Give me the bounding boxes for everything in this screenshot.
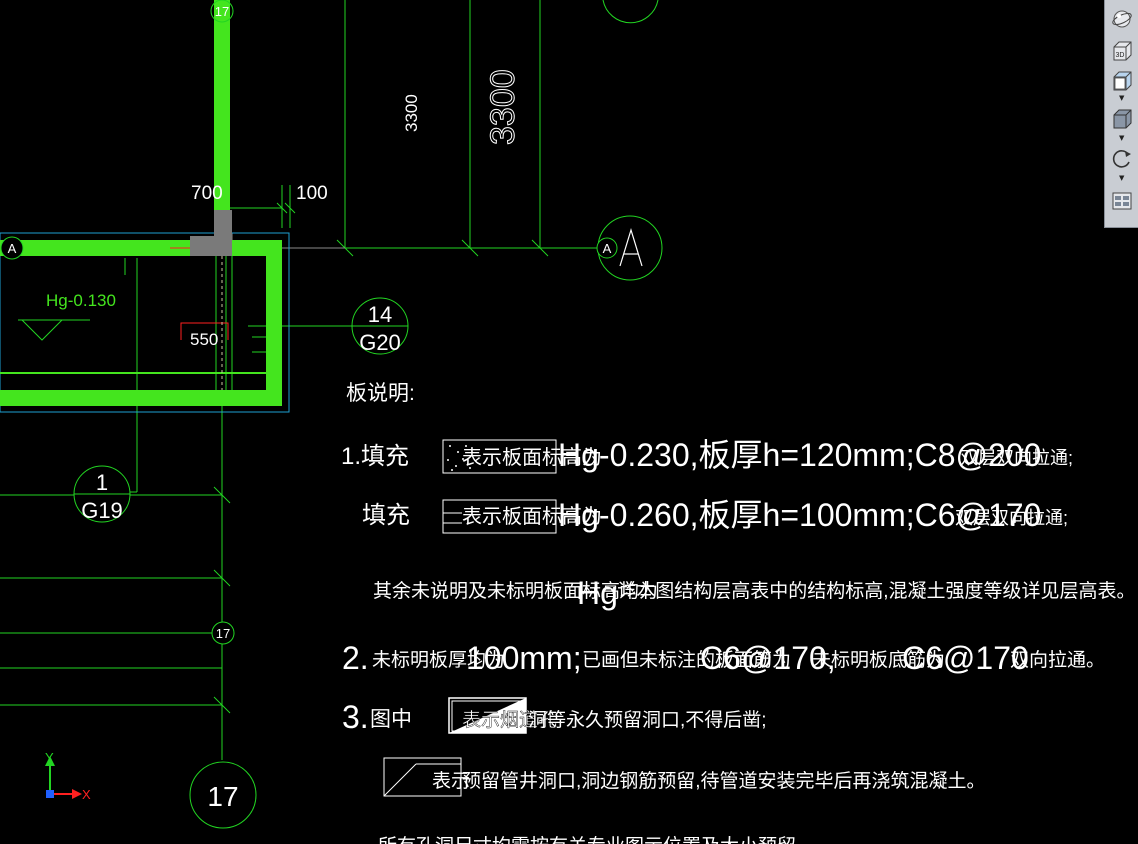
note6-b: 预留管井洞口,洞边钢筋预留,待管道安装完毕后再浇筑混凝土。 xyxy=(462,770,986,792)
flue-opening-swatch xyxy=(448,697,527,734)
dim-3300-large: 3300 xyxy=(484,69,522,145)
rotate-icon[interactable] xyxy=(1111,148,1133,170)
column xyxy=(190,236,232,256)
notes-heading: 板说明: xyxy=(346,382,415,405)
hatch-dots-swatch xyxy=(442,439,557,474)
dimension-lines xyxy=(0,0,598,760)
grid-bubble-mid-17: 17 xyxy=(211,621,235,645)
dim-550: 550 xyxy=(190,330,218,349)
ucs-icon: Y X xyxy=(45,750,91,802)
note4-b: 已画但未标注的板面筋为 xyxy=(582,649,791,671)
note7: 所有孔洞尺寸均需按有关专业图示位置及大小预留 xyxy=(378,835,796,844)
ucs-x-label: X xyxy=(82,787,91,802)
note1-suffix: 双层双向拉通; xyxy=(960,448,1073,468)
note3-b: ,详本图结构层高表中的结构标高,混凝土强度等级详见层高表。 xyxy=(612,580,1136,602)
view-front-icon[interactable] xyxy=(1111,70,1133,92)
note4-num: 2. xyxy=(342,640,369,676)
hatch-lines-swatch xyxy=(442,499,557,534)
rotate-dropdown-icon[interactable]: ▼ xyxy=(1119,174,1125,182)
grid-bubble-bottom-17: 17 xyxy=(189,761,257,829)
note2-spec: Hg-0.260,板厚h=100mm;C6@170 xyxy=(558,497,1041,533)
callout-sheet: G19 xyxy=(81,498,123,523)
note3-a: 其余未说明及未标明板面标高均为 xyxy=(373,580,658,602)
callout-number: 14 xyxy=(368,302,392,327)
note4-d: 双向拉通。 xyxy=(1010,649,1105,671)
note1-spec: Hg-0.230,板厚h=120mm;C8@200 xyxy=(558,437,1041,473)
note4-v2: C6@170, xyxy=(700,640,836,676)
note3-hg: Hg xyxy=(577,575,618,611)
callout-1-g19[interactable]: 1 G19 xyxy=(73,465,131,523)
elevation-label: Hg-0.130 xyxy=(46,291,116,310)
svg-text:17: 17 xyxy=(207,781,238,812)
slab-outline-cyan xyxy=(0,232,290,413)
slab-notes: 板说明: 1.填充 表示板面标高为 Hg-0.230,板厚h=120mm;C8@… xyxy=(341,382,1136,844)
callout-sheet: G20 xyxy=(359,330,401,355)
note4-c: 未标明板底筋为 xyxy=(812,649,945,671)
note5-num: 3. xyxy=(342,699,369,735)
orbit-icon[interactable] xyxy=(1111,8,1133,30)
iso-view-dropdown-icon[interactable]: ▼ xyxy=(1119,134,1125,142)
note6-box-label: 表示 xyxy=(432,770,470,792)
svg-text:3D: 3D xyxy=(1116,52,1125,59)
view-iso-icon[interactable] xyxy=(1111,108,1133,130)
grid-bubble-right-a: A xyxy=(596,215,663,281)
grid-bubble-left-a: A xyxy=(0,236,24,260)
layout-icon[interactable] xyxy=(1111,190,1133,212)
grid-bubble-top-17: 17 xyxy=(210,0,234,23)
svg-text:17: 17 xyxy=(216,626,230,641)
note2-hatch-label: 表示板面标高为 xyxy=(462,505,602,528)
grid-bubble-top-partial xyxy=(602,0,659,24)
note5-box-label: 表示烟道孔 xyxy=(462,709,557,731)
shaft-opening-swatch xyxy=(383,757,462,797)
note2-suffix: 双层双向拉通; xyxy=(955,508,1068,528)
note4-v1: 100mm; xyxy=(466,640,582,676)
note1-prefix: 1.填充 xyxy=(341,443,409,470)
note4-a: 未标明板厚均为 xyxy=(372,649,505,671)
note5-a: 图中 xyxy=(370,708,412,731)
elevation-marker: Hg-0.130 xyxy=(18,291,116,341)
dim-100: 100 xyxy=(296,183,328,204)
ucs-y-label: Y xyxy=(45,750,54,765)
svg-text:17: 17 xyxy=(215,4,229,19)
view-navigation-toolbar: 3D ▼ ▼ ▼ xyxy=(1104,0,1138,228)
front-view-dropdown-icon[interactable]: ▼ xyxy=(1119,94,1125,102)
note2-prefix: 填充 xyxy=(362,502,410,529)
svg-text:A: A xyxy=(8,241,17,256)
view-3d-icon[interactable]: 3D xyxy=(1111,40,1133,62)
dim-3300-small: 3300 xyxy=(402,94,421,132)
column-stem xyxy=(214,210,232,240)
callout-number: 1 xyxy=(96,470,108,495)
red-leader xyxy=(170,247,229,340)
note1-hatch-label: 表示板面标高为 xyxy=(462,446,602,469)
callout-14-g20[interactable]: 14 G20 xyxy=(351,297,409,355)
note5-b: 洞等永久预留洞口,不得后凿; xyxy=(528,709,767,731)
note4-v3: C6@170 xyxy=(902,640,1029,676)
dim-700: 700 xyxy=(191,183,223,204)
svg-text:A: A xyxy=(603,241,612,256)
